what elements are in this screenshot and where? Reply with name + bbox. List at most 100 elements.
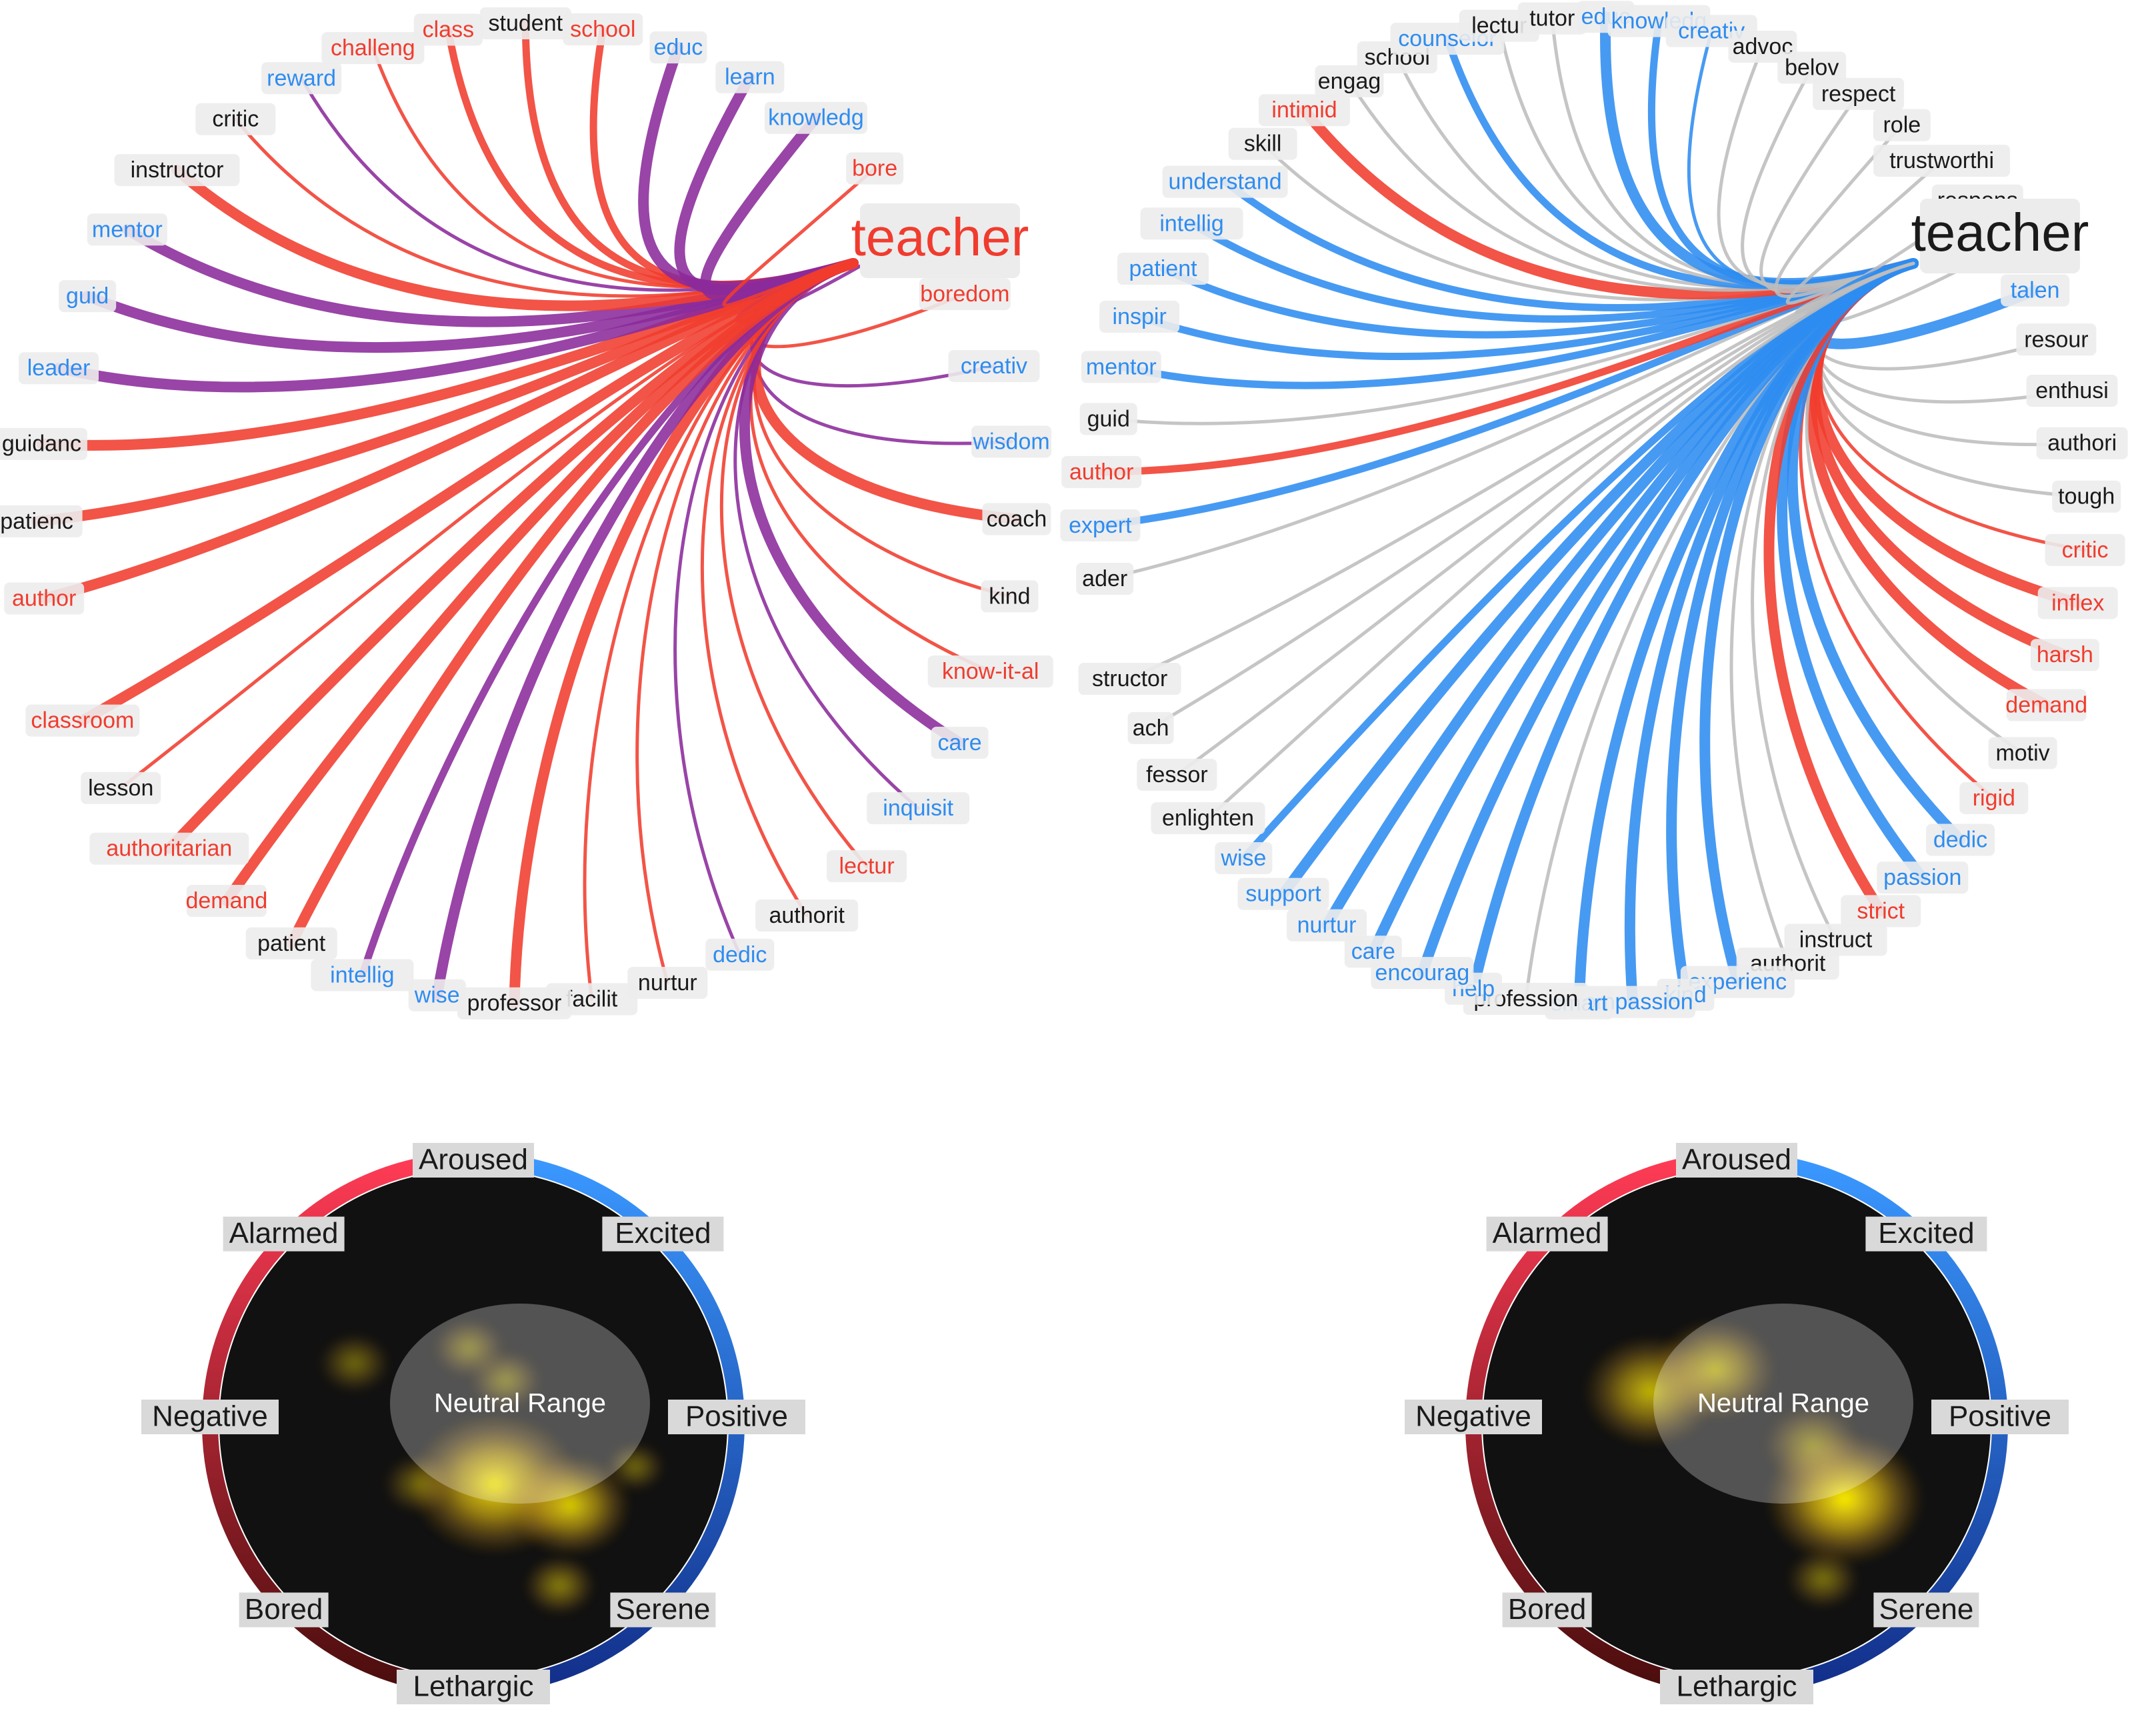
axis-label-box [1865,1216,1987,1252]
word-node-box [1076,562,1134,595]
word-node[interactable]: wise [1215,841,1273,874]
word-node[interactable]: care [1344,936,1402,968]
word-node[interactable]: ach [1127,711,1174,744]
word-node[interactable]: creativ [948,349,1040,382]
axis-label-top: Aroused [1676,1143,1797,1178]
word-node[interactable]: passion [1877,862,1969,894]
word-node-label: professor [467,991,562,1016]
word-node[interactable]: inspir [1099,301,1180,333]
word-node[interactable]: motiv [1988,737,2057,769]
word-node[interactable]: tough [2052,480,2121,513]
word-node[interactable]: harsh [2030,639,2099,671]
word-node[interactable]: expert [1060,509,1141,542]
word-node[interactable]: tutor [1517,2,1587,35]
word-node[interactable]: critic [2045,533,2125,566]
center-word[interactable]: teacher [1911,203,2089,262]
word-node[interactable]: coach [982,503,1051,535]
word-node[interactable]: intimid [1259,94,1351,127]
word-node[interactable]: leader [19,352,99,385]
word-node[interactable]: learn [715,61,785,93]
word-node[interactable]: instructor [114,154,240,187]
word-node[interactable]: resour [2016,323,2097,356]
word-node[interactable]: understand [1162,165,1288,198]
word-node[interactable]: enlighten [1151,802,1265,835]
word-node-label: talen [2011,278,2060,303]
word-node[interactable]: dedic [1926,823,1995,856]
word-node[interactable]: support [1237,878,1329,910]
word-node[interactable]: mentor [1081,351,1161,383]
word-node[interactable]: authoritarian [89,832,249,865]
word-node[interactable]: demand [2005,689,2087,721]
word-node[interactable]: lesson [81,771,161,804]
word-node[interactable]: classroom [25,704,140,737]
word-node-box [261,62,342,95]
word-node[interactable]: educ [649,31,707,64]
word-node-label: structor [1092,666,1167,691]
word-node[interactable]: patienc [0,505,83,537]
word-node[interactable]: author [4,582,85,615]
word-node[interactable]: intellig [311,959,414,992]
word-node[interactable]: strict [1841,895,1921,928]
word-node[interactable]: lectur [827,850,907,883]
word-node[interactable]: guid [59,280,117,313]
word-node[interactable]: professor [457,987,571,1020]
word-node-box [195,103,276,135]
word-node[interactable]: class [413,13,483,46]
word-node[interactable]: talen [2001,274,2070,307]
word-node[interactable]: patient [245,927,337,960]
word-node-box [971,425,1052,458]
word-node[interactable]: fessor [1137,758,1217,791]
word-node-box [627,966,708,999]
word-node[interactable]: kind [981,580,1039,613]
word-node[interactable]: critic [195,103,276,135]
word-node[interactable]: patient [1117,253,1209,285]
axis-label-top-left: Alarmed [1486,1216,1608,1252]
word-node[interactable]: school [563,13,643,45]
word-node[interactable]: role [1873,109,1931,141]
word-node[interactable]: trustworthi [1873,145,2011,177]
word-node[interactable]: knowledg [764,101,867,134]
word-node[interactable]: nurtur [627,966,708,999]
word-node[interactable]: reward [261,62,342,95]
word-node-label: knowledg [768,105,864,131]
word-node[interactable]: ader [1076,562,1134,595]
word-node-box [114,154,240,187]
word-node[interactable]: authori [2036,427,2128,459]
word-node[interactable]: inquisit [867,792,970,825]
word-node[interactable]: demand [185,885,267,918]
word-node[interactable]: student [479,7,571,40]
word-node[interactable]: care [931,726,989,759]
word-node-label: boredom [920,281,1009,307]
word-node[interactable]: rigid [1959,781,2029,814]
word-node[interactable]: enthusi [2026,374,2118,407]
word-node[interactable]: boredom [919,278,1011,311]
word-node-label: strict [1857,898,1905,924]
word-node[interactable]: belov [1777,51,1847,84]
word-node-box [1060,509,1141,542]
word-node[interactable]: respect [1813,77,1905,110]
word-node[interactable]: skill [1228,127,1297,160]
word-node-box [1873,109,1931,141]
word-node[interactable]: wise [408,979,466,1012]
word-node-box [1140,207,1243,240]
word-node[interactable]: guid [1079,403,1137,435]
word-node[interactable]: know-it-al [927,655,1053,688]
axis-label-text: Negative [152,1400,268,1433]
word-node[interactable]: structor [1078,663,1181,695]
word-node[interactable]: wisdom [971,425,1052,458]
word-node[interactable]: guidanc [0,427,87,460]
word-node[interactable]: nurtur [1287,909,1367,942]
word-node-label: harsh [2037,642,2093,667]
word-node[interactable]: inflex [2037,587,2118,619]
word-node-label: expert [1069,513,1132,538]
word-node[interactable]: challeng [321,32,425,65]
word-node[interactable]: authorit [755,900,859,932]
word-node-box [919,278,1011,311]
word-node-label: demand [185,888,267,914]
word-node[interactable]: mentor [87,213,167,246]
word-node[interactable]: dedic [705,938,775,971]
word-node[interactable]: intellig [1140,207,1243,240]
word-node[interactable]: author [1061,455,1142,488]
center-word[interactable]: teacher [851,207,1029,267]
word-node[interactable]: bore [846,152,904,185]
